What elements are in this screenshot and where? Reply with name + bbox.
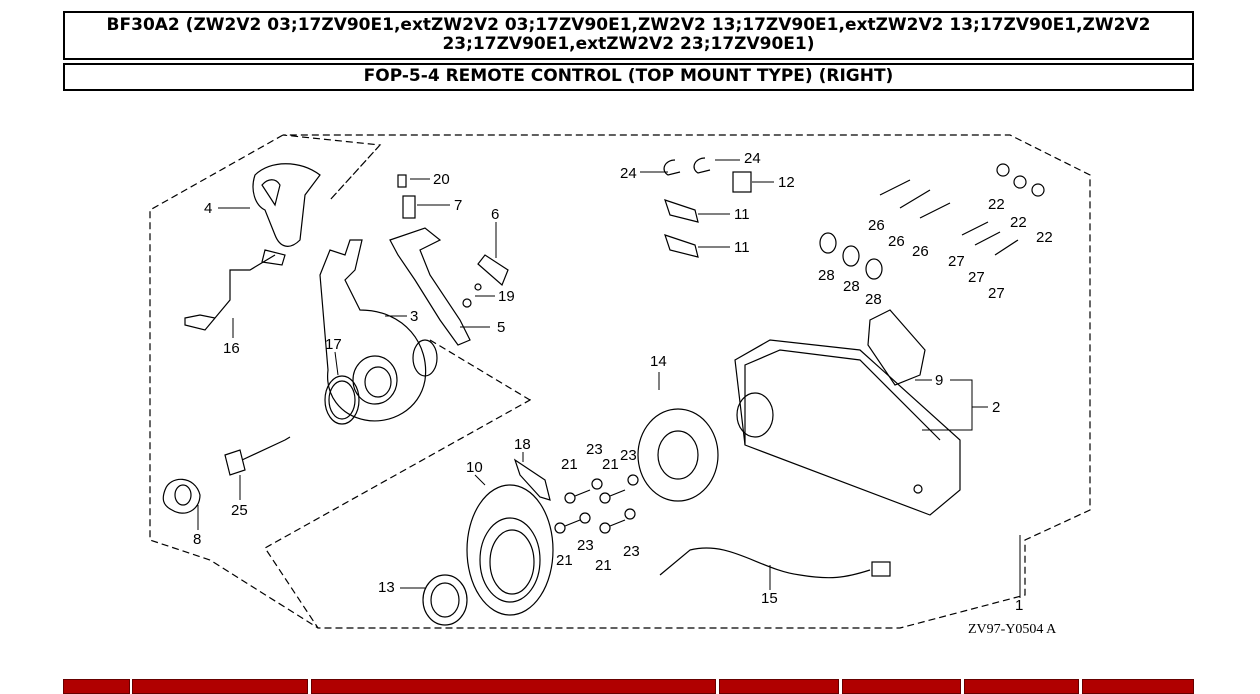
callout-26a: 26 <box>868 217 885 234</box>
callout-5: 5 <box>497 319 505 336</box>
callout-9: 9 <box>935 372 943 389</box>
callout-28a: 28 <box>818 267 835 284</box>
part-wire-harness <box>184 249 286 331</box>
part-spring-cap <box>397 174 407 188</box>
part-washers-28 <box>819 232 883 280</box>
callout-23d: 23 <box>623 543 640 560</box>
part-screws-26 <box>879 179 951 219</box>
callout-28b: 28 <box>843 278 860 295</box>
callout-21a: 21 <box>561 456 578 473</box>
part-clips-24 <box>663 157 711 176</box>
callout-27c: 27 <box>988 285 1005 302</box>
callout-26b: 26 <box>888 233 905 250</box>
table-header-cell-1 <box>63 679 130 694</box>
callout-26c: 26 <box>912 243 929 260</box>
part-washers-23 <box>579 474 639 524</box>
part-gear-ring <box>422 574 468 626</box>
assembly-outline-left <box>149 134 319 629</box>
callout-12: 12 <box>778 174 795 191</box>
callout-11b: 11 <box>734 239 750 256</box>
callout-28c: 28 <box>865 291 882 308</box>
callout-23a: 23 <box>586 441 603 458</box>
callout-23b: 23 <box>620 447 637 464</box>
part-link-11-lower <box>664 234 699 258</box>
part-control-arm <box>319 239 427 422</box>
part-nuts-22 <box>996 163 1045 197</box>
callout-18: 18 <box>514 436 531 453</box>
callout-2: 2 <box>992 399 1000 416</box>
part-control-body <box>734 339 961 516</box>
callout-21c: 21 <box>556 552 573 569</box>
callout-22a: 22 <box>988 196 1005 213</box>
part-cap <box>162 478 201 514</box>
section-title: FOP-5-4 REMOTE CONTROL (TOP MOUNT TYPE) … <box>63 63 1194 91</box>
callout-27a: 27 <box>948 253 965 270</box>
part-lever-cover <box>252 163 321 247</box>
part-gasket <box>867 309 926 386</box>
part-screws-21 <box>554 489 626 534</box>
callout-21b: 21 <box>602 456 619 473</box>
callout-3: 3 <box>410 308 418 325</box>
part-link-11-upper <box>664 199 699 223</box>
table-header-cell-7 <box>1082 679 1194 694</box>
model-line-2: 23;17ZV90E1,extZW2V2 23;17ZV90E1) <box>442 34 815 54</box>
part-strip <box>513 458 551 501</box>
callout-23c: 23 <box>577 537 594 554</box>
model-line-1: BF30A2 (ZW2V2 03;17ZV90E1,extZW2V2 03;17… <box>106 15 1151 35</box>
part-spring <box>402 195 416 219</box>
model-header: BF30A2 (ZW2V2 03;17ZV90E1,extZW2V2 03;17… <box>63 11 1194 60</box>
table-header-cell-2 <box>132 679 308 694</box>
callout-16: 16 <box>223 340 240 357</box>
assembly-outline <box>264 134 1091 629</box>
callout-1: 1 <box>1015 597 1023 614</box>
part-lever <box>389 227 471 346</box>
part-clip-12 <box>732 171 752 193</box>
outline-diagonal <box>429 339 531 401</box>
callout-22c: 22 <box>1036 229 1053 246</box>
callout-17: 17 <box>325 336 342 353</box>
leader-lines <box>197 159 1021 598</box>
part-cable <box>659 547 871 579</box>
drawing-code: ZV97-Y0504 A <box>968 622 1057 637</box>
callout-7: 7 <box>454 197 462 214</box>
table-header-cell-5 <box>842 679 961 694</box>
callout-11a: 11 <box>734 206 750 223</box>
callout-20: 20 <box>433 171 450 188</box>
callout-24a: 24 <box>620 165 637 182</box>
callout-15: 15 <box>761 590 778 607</box>
callout-22b: 22 <box>1010 214 1027 231</box>
part-washer-19 <box>462 298 472 308</box>
callout-8: 8 <box>193 531 201 548</box>
callout-21d: 21 <box>595 557 612 574</box>
callout-10: 10 <box>466 459 483 476</box>
part-shaft <box>224 436 291 476</box>
table-header-cell-3 <box>311 679 716 694</box>
callout-13: 13 <box>378 579 395 596</box>
table-header-cell-6 <box>964 679 1079 694</box>
callout-24b: 24 <box>744 150 761 167</box>
callout-6: 6 <box>491 206 499 223</box>
table-header-cell-4 <box>719 679 839 694</box>
part-o-ring <box>324 375 360 425</box>
callout-14: 14 <box>650 353 667 370</box>
part-rotor <box>637 408 719 502</box>
part-ring-housing <box>466 484 554 616</box>
callout-25: 25 <box>231 502 248 519</box>
callout-27b: 27 <box>968 269 985 286</box>
callout-4: 4 <box>204 200 212 217</box>
part-pad <box>477 254 509 287</box>
part-screws-27 <box>961 221 1019 256</box>
callout-19: 19 <box>498 288 515 305</box>
